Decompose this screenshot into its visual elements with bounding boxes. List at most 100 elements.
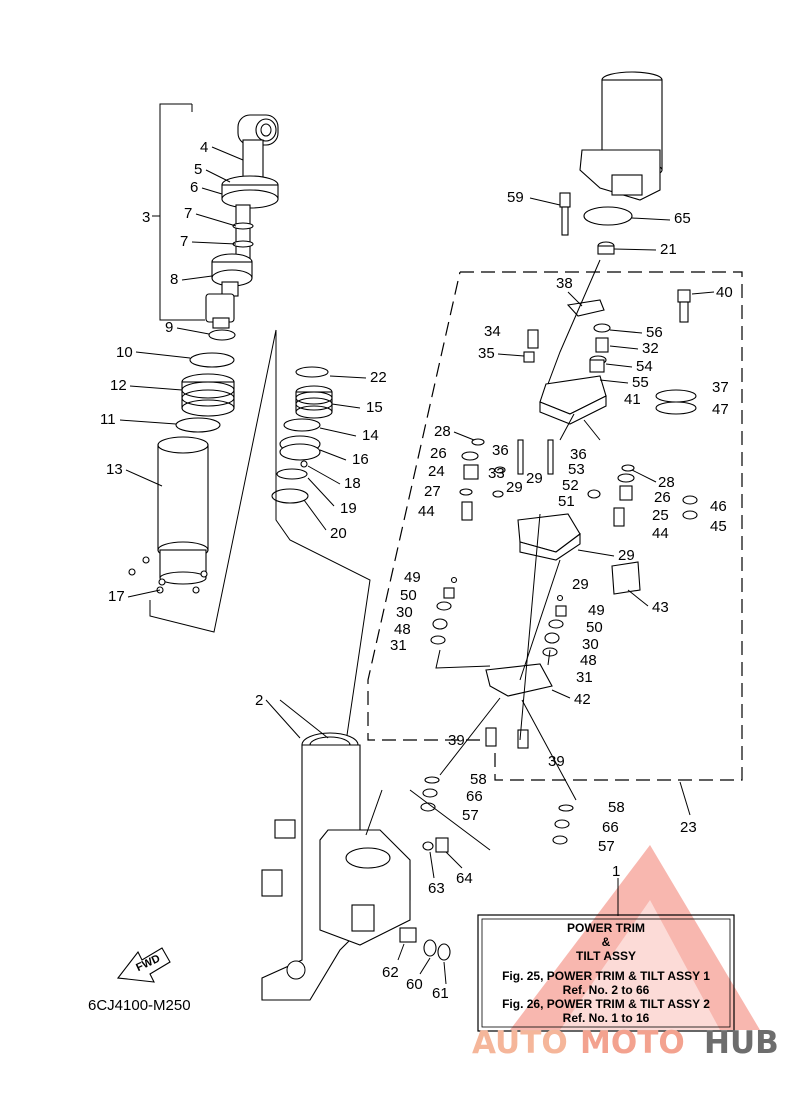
callout: 57 (462, 807, 479, 824)
callout: 11 (100, 411, 116, 428)
callout: 27 (424, 483, 441, 500)
callout: 44 (652, 525, 669, 542)
callout: 39 (448, 732, 465, 749)
callout: 60 (406, 976, 423, 993)
callout: 41 (624, 391, 641, 408)
callout: 22 (370, 369, 387, 386)
info-title-amp: & (602, 935, 611, 949)
callout: 34 (484, 323, 501, 340)
watermark-auto: AUTO (472, 1025, 568, 1061)
callout: 36 (570, 446, 587, 463)
callout: 65 (674, 210, 691, 227)
callout-labels: 2 3 4 5 6 7 7 8 9 10 11 12 13 17 22 15 1… (100, 139, 733, 1002)
callout: 52 (562, 477, 579, 494)
fwd-arrow-icon: FWD (116, 947, 171, 983)
callout: 51 (558, 493, 575, 510)
callout: 12 (110, 377, 127, 394)
callout: 36 (492, 442, 509, 459)
callout: 43 (652, 599, 669, 616)
diagram-code: 6CJ4100-M250 (88, 997, 191, 1014)
callout: 31 (390, 637, 407, 654)
callout: 17 (108, 588, 125, 605)
callout: 20 (330, 525, 347, 542)
callout: 42 (574, 691, 591, 708)
callout: 29 (618, 547, 635, 564)
callout: 48 (580, 652, 597, 669)
callout: 49 (404, 569, 421, 586)
callout: 46 (710, 498, 727, 515)
callout: 25 (652, 507, 669, 524)
callout: 8 (170, 271, 178, 288)
callout: 13 (106, 461, 123, 478)
callout: 64 (456, 870, 473, 887)
callout: 23 (680, 819, 697, 836)
info-title-2: TILT ASSY (576, 949, 636, 963)
callout: 14 (362, 427, 379, 444)
callout: 44 (418, 503, 435, 520)
callout: 3 (142, 209, 150, 226)
callout: 7 (184, 205, 192, 222)
callout: 32 (642, 340, 659, 357)
tilt-motor (559, 71, 663, 255)
callout: 30 (582, 636, 599, 653)
callout: 19 (340, 500, 357, 517)
callout: 54 (636, 358, 653, 375)
callout: 15 (366, 399, 383, 416)
callout: 38 (556, 275, 573, 292)
callout: 33 (488, 465, 505, 482)
callout: 50 (586, 619, 603, 636)
callout: 30 (396, 604, 413, 621)
callout: 55 (632, 374, 649, 391)
callout: 9 (165, 319, 173, 336)
callout: 48 (394, 621, 411, 638)
callout: 56 (646, 324, 663, 341)
callout: 58 (470, 771, 487, 788)
callout: 62 (382, 964, 399, 981)
callout: 29 (572, 576, 589, 593)
callout: 4 (200, 139, 208, 156)
watermark-logo-icon (510, 845, 760, 1030)
info-part-no: 1 (612, 863, 620, 880)
callout: 7 (180, 233, 188, 250)
middle-seal-parts (271, 330, 371, 851)
callout: 21 (660, 241, 677, 258)
callout: 18 (344, 475, 361, 492)
main-housing (261, 699, 411, 1001)
callout: 57 (598, 838, 615, 855)
callout: 28 (434, 423, 451, 440)
info-ref2-line2: Ref. No. 1 to 16 (563, 1011, 650, 1025)
callout: 53 (568, 461, 585, 478)
callout: 10 (116, 344, 133, 361)
info-title-1: POWER TRIM (567, 921, 645, 935)
callout: 29 (526, 470, 543, 487)
callout: 5 (194, 161, 202, 178)
assembly-23-boundary (367, 271, 743, 781)
callout: 40 (716, 284, 733, 301)
info-ref2-line1: Fig. 26, POWER TRIM & TILT ASSY 2 (502, 997, 710, 1011)
callout: 61 (432, 985, 449, 1002)
callout: 35 (478, 345, 495, 362)
callout: 47 (712, 401, 729, 418)
info-box: 1 POWER TRIM & TILT ASSY Fig. 25, POWER … (477, 863, 735, 1032)
callout: 29 (506, 479, 523, 496)
callout: 37 (712, 379, 729, 396)
tilt-rod-assembly (128, 103, 279, 633)
watermark-hub: HUB (704, 1025, 779, 1061)
callout: 26 (654, 489, 671, 506)
callout: 58 (608, 799, 625, 816)
callout: 59 (507, 189, 524, 206)
callout: 6 (190, 179, 198, 196)
callout: 49 (588, 602, 605, 619)
callout: 24 (428, 463, 445, 480)
callout: 66 (602, 819, 619, 836)
callout: 26 (430, 445, 447, 462)
callout: 16 (352, 451, 369, 468)
callout: 45 (710, 518, 727, 535)
callout: 39 (548, 753, 565, 770)
callout: 63 (428, 880, 445, 897)
info-ref1-line2: Ref. No. 2 to 66 (563, 983, 650, 997)
callout: 50 (400, 587, 417, 604)
callout: 31 (576, 669, 593, 686)
callout: 28 (658, 474, 675, 491)
